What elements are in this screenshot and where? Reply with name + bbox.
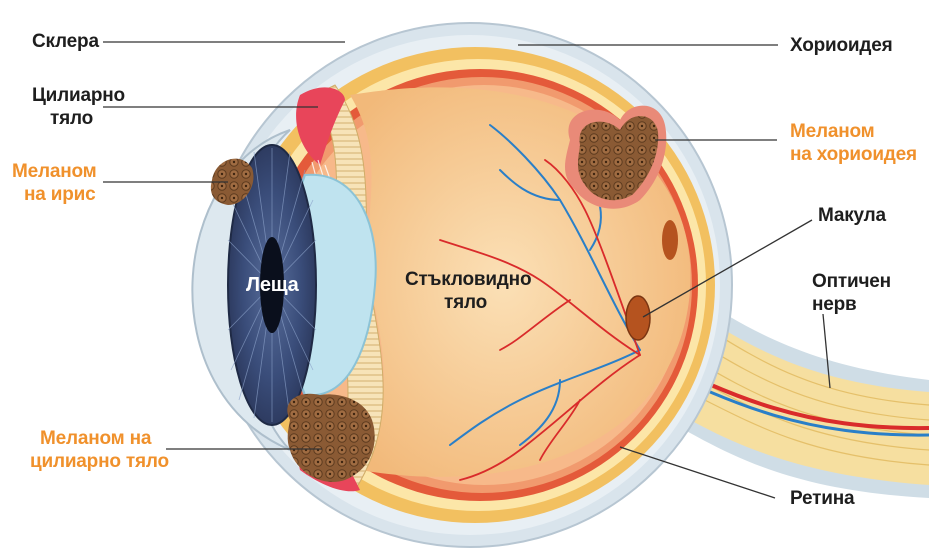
macula [626, 296, 650, 340]
retinal-spot [662, 220, 678, 260]
label-choroid: Хориоидея [790, 34, 893, 57]
label-macula: Макула [818, 204, 886, 227]
label-optic-nerve-line1: Оптичен [812, 270, 891, 293]
label-optic-nerve-line2: нерв [812, 293, 857, 316]
label-choroid-melanoma-line2: на хориоидея [790, 143, 917, 166]
label-retina: Ретина [790, 487, 854, 510]
label-vitreous-line1: Стъкловидно [405, 268, 531, 291]
label-iris-melanoma-line2: на ирис [24, 183, 95, 206]
label-ciliary-melanoma-line1: Меланом на [40, 427, 151, 450]
label-lens: Леща [246, 274, 299, 297]
label-iris-melanoma-line1: Меланом [12, 160, 97, 183]
label-ciliary-melanoma-line2: цилиарно тяло [30, 450, 169, 473]
label-ciliary-body-line2: тяло [50, 107, 93, 130]
label-choroid-melanoma-line1: Меланом [790, 120, 875, 143]
label-sclera: Склера [32, 30, 99, 53]
label-vitreous-line2: тяло [444, 291, 487, 314]
label-ciliary-body-line1: Цилиарно [32, 84, 125, 107]
